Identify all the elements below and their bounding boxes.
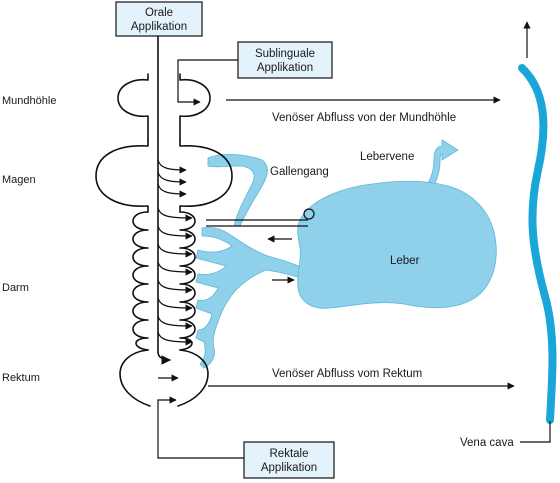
bile-duct — [207, 154, 268, 227]
region-mouth: Mundhöhle — [2, 95, 56, 107]
intestine-outline-left — [132, 211, 149, 351]
liver — [297, 180, 497, 309]
stomach-arrow-2 — [157, 171, 187, 186]
stomach-outline-right — [179, 139, 233, 213]
sublingual-box-line2: Applikation — [257, 62, 313, 74]
stomach-outline-left — [95, 139, 149, 213]
sublingual-box-line1: Sublinguale — [255, 48, 315, 60]
mouth-outline-right — [179, 73, 211, 141]
bile-duct-label: Gallengang — [270, 166, 329, 178]
rectal-application-box: Rektale Applikation — [243, 441, 335, 479]
rectal-box-line1: Rektale — [270, 448, 309, 460]
sublingual-route-line — [177, 59, 238, 106]
intestine-arrow-4 — [157, 261, 193, 276]
intestine-arrow-1 — [157, 207, 193, 222]
intestine-arrow-2 — [157, 225, 193, 240]
sphincter-loop — [303, 208, 315, 220]
rectum-outline-right — [177, 349, 209, 407]
stomach-arrow-1 — [157, 159, 187, 174]
region-rectum: Rektum — [2, 372, 40, 384]
sublingual-application-box: Sublinguale Applikation — [237, 41, 333, 79]
oral-box-line1: Orale — [145, 7, 173, 19]
intestine-arrow-8 — [157, 331, 193, 346]
vena-cava — [518, 64, 557, 424]
mouth-outline-left — [117, 73, 149, 141]
vena-cava-leader-line — [520, 421, 551, 443]
rectal-box-line2: Applikation — [261, 462, 317, 474]
intestine-outline-right — [179, 211, 196, 351]
stomach-arrow-3 — [157, 183, 187, 198]
intestine-arrow-7 — [157, 315, 193, 330]
liver-label: Leber — [390, 255, 420, 267]
intestine-arrow-5 — [157, 279, 193, 294]
venous-mouth-label: Venöser Abfluss von der Mundhöhle — [272, 112, 456, 124]
vena-cava-label: Vena cava — [460, 437, 514, 449]
region-intestine: Darm — [2, 282, 29, 294]
venous-rectum-label: Venöser Abfluss vom Rektum — [272, 368, 422, 380]
intestine-arrow-3 — [157, 243, 193, 258]
hepatic-vein-label: Lebervene — [360, 151, 414, 163]
intestine-arrow-6 — [157, 297, 193, 312]
rectal-route-line — [157, 396, 244, 459]
region-stomach: Magen — [2, 174, 36, 186]
portal-vein — [195, 227, 313, 369]
rectum-outline-left — [119, 349, 151, 407]
oral-box-line2: Applikation — [131, 21, 187, 33]
hepatic-vein — [425, 139, 459, 191]
oral-application-box: Orale Applikation — [115, 1, 203, 37]
oral-route-bend — [157, 351, 171, 365]
